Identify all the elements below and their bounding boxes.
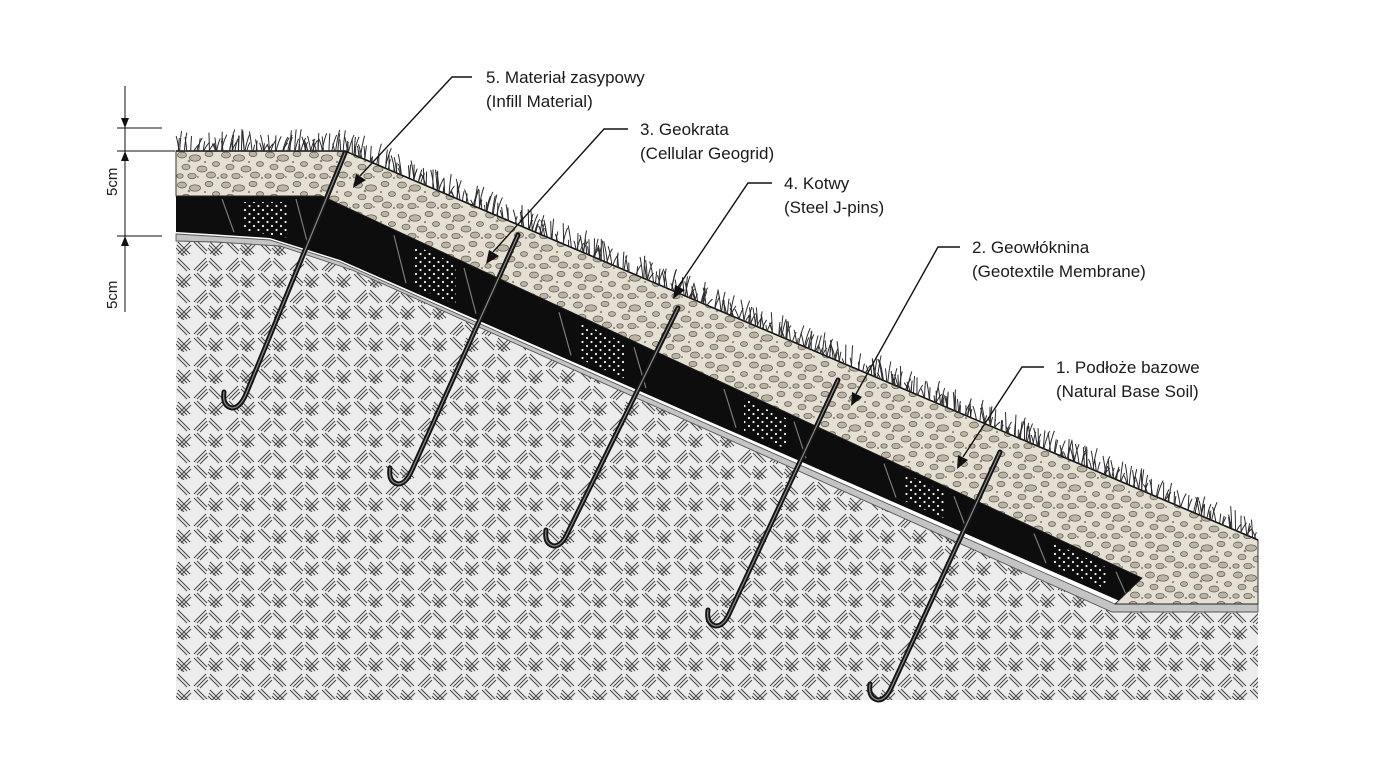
callout-pins-number: 4. <box>784 174 798 193</box>
svg-text:4. Kotwy: 4. Kotwy <box>784 174 850 193</box>
grass-blade <box>927 381 930 400</box>
grass-blade <box>1068 439 1069 459</box>
grass-blade <box>588 246 589 254</box>
grass-blade <box>825 340 826 356</box>
grass-blade <box>623 252 624 270</box>
dimension-bottom-label: 5cm <box>104 281 121 309</box>
grass-blade <box>1039 440 1040 447</box>
grass-blade <box>885 368 886 382</box>
grass-blade <box>308 136 311 151</box>
callout-infill-number: 5. <box>486 68 500 87</box>
grass-blade <box>410 164 411 177</box>
callout-soil-number: 1. <box>1056 358 1070 377</box>
grass-blade <box>1220 514 1221 523</box>
grass-blade <box>408 165 409 178</box>
grass-blade <box>513 210 516 224</box>
dimension-markers: 5cm 5cm <box>104 86 175 312</box>
grass-blade <box>329 133 330 151</box>
grass-blade <box>953 392 954 410</box>
grass-blade <box>728 299 729 314</box>
grass-blade <box>199 138 201 151</box>
grass-blade <box>839 352 841 362</box>
svg-text:2. Geowłókni: 2. Geowłóknina <box>972 238 1090 257</box>
grass-blade <box>217 139 221 151</box>
grass-blade <box>766 325 767 331</box>
grass-blade <box>914 376 915 393</box>
grass-blade <box>260 143 262 151</box>
grass-blade <box>276 136 281 151</box>
grass-blade <box>1181 494 1187 508</box>
grass-blade <box>1212 502 1217 520</box>
svg-text:5. Materiał: 5. Materiał zasypowy <box>486 68 645 87</box>
callout-infill-name: Materiał zasypowy <box>505 68 645 87</box>
grass-blade <box>1210 511 1211 521</box>
callout-geotextile-membrane: 2. Geowłóknina (Geotextile Membrane) <box>851 238 1146 406</box>
grass-blade <box>260 135 263 151</box>
grass-blade <box>589 239 590 254</box>
svg-text:1. Podłoże b: 1. Podłoże bazowe <box>1056 358 1200 377</box>
grass-blade <box>957 399 958 413</box>
grass-blade <box>640 257 643 278</box>
callout-steel-j-pins: 4. Kotwy (Steel J-pins) <box>673 174 884 299</box>
grass-blade <box>340 139 341 151</box>
grass-blade <box>924 381 925 398</box>
grass-blade <box>801 333 804 347</box>
grass-blade <box>888 361 891 382</box>
grass-blade <box>1175 496 1176 505</box>
svg-text:3. Geokrata: 3. Geokrata <box>640 120 729 139</box>
grass-blade <box>479 190 480 209</box>
grass-blade <box>893 374 894 385</box>
grass-blade <box>191 136 192 151</box>
grass-blade <box>552 219 554 239</box>
grass-blade <box>858 362 859 370</box>
grass-blade <box>863 364 865 373</box>
grass-blade <box>797 338 798 344</box>
grass-blade <box>318 133 319 151</box>
grass-blade <box>741 300 744 321</box>
callout-membrane-number: 2. <box>972 238 986 257</box>
grass-blade <box>911 381 912 393</box>
callout-infill-english: (Infill Material) <box>486 92 593 111</box>
grass-blade <box>1174 491 1175 505</box>
grass-blade <box>1005 412 1006 434</box>
callout-geogrid-number: 3. <box>640 120 654 139</box>
dimension-top-label: 5cm <box>104 168 121 196</box>
callout-pins-english: (Steel J-pins) <box>784 198 884 217</box>
grass-blade <box>365 146 367 160</box>
grass-blade <box>343 130 345 151</box>
grass-blade <box>345 137 348 152</box>
grass-blade <box>1204 504 1205 518</box>
grass-blade <box>586 239 587 254</box>
grass-blade <box>462 191 464 201</box>
grass-blade <box>891 371 892 385</box>
grass-blade <box>1098 462 1101 472</box>
grass-blade <box>423 168 424 186</box>
callout-membrane-english: (Geotextile Membrane) <box>972 262 1146 281</box>
grass-blade <box>253 145 254 151</box>
grass-blade <box>239 136 240 151</box>
grass-blade <box>837 341 839 362</box>
grass-blade <box>247 143 250 151</box>
callout-soil-name: Podłoże bazowe <box>1075 358 1200 377</box>
callout-soil-english: (Natural Base Soil) <box>1056 382 1199 401</box>
grass-blade <box>656 271 657 282</box>
grass-blade <box>707 299 712 305</box>
grass-blade <box>934 395 935 402</box>
callout-geogrid-english: (Cellular Geogrid) <box>640 144 774 163</box>
callout-membrane-name: Geowłóknina <box>991 238 1090 257</box>
grass-blade <box>637 266 638 275</box>
grass-blade <box>1129 466 1131 485</box>
grass-blade <box>487 192 493 211</box>
callout-pins-name: Kotwy <box>803 174 850 193</box>
grass-blade <box>1083 447 1084 467</box>
grass-blade <box>348 135 354 152</box>
grass-blade <box>180 131 182 151</box>
grass-blade <box>755 314 756 326</box>
grass-blade <box>249 132 252 151</box>
callout-geogrid-name: Geokrata <box>659 120 729 139</box>
